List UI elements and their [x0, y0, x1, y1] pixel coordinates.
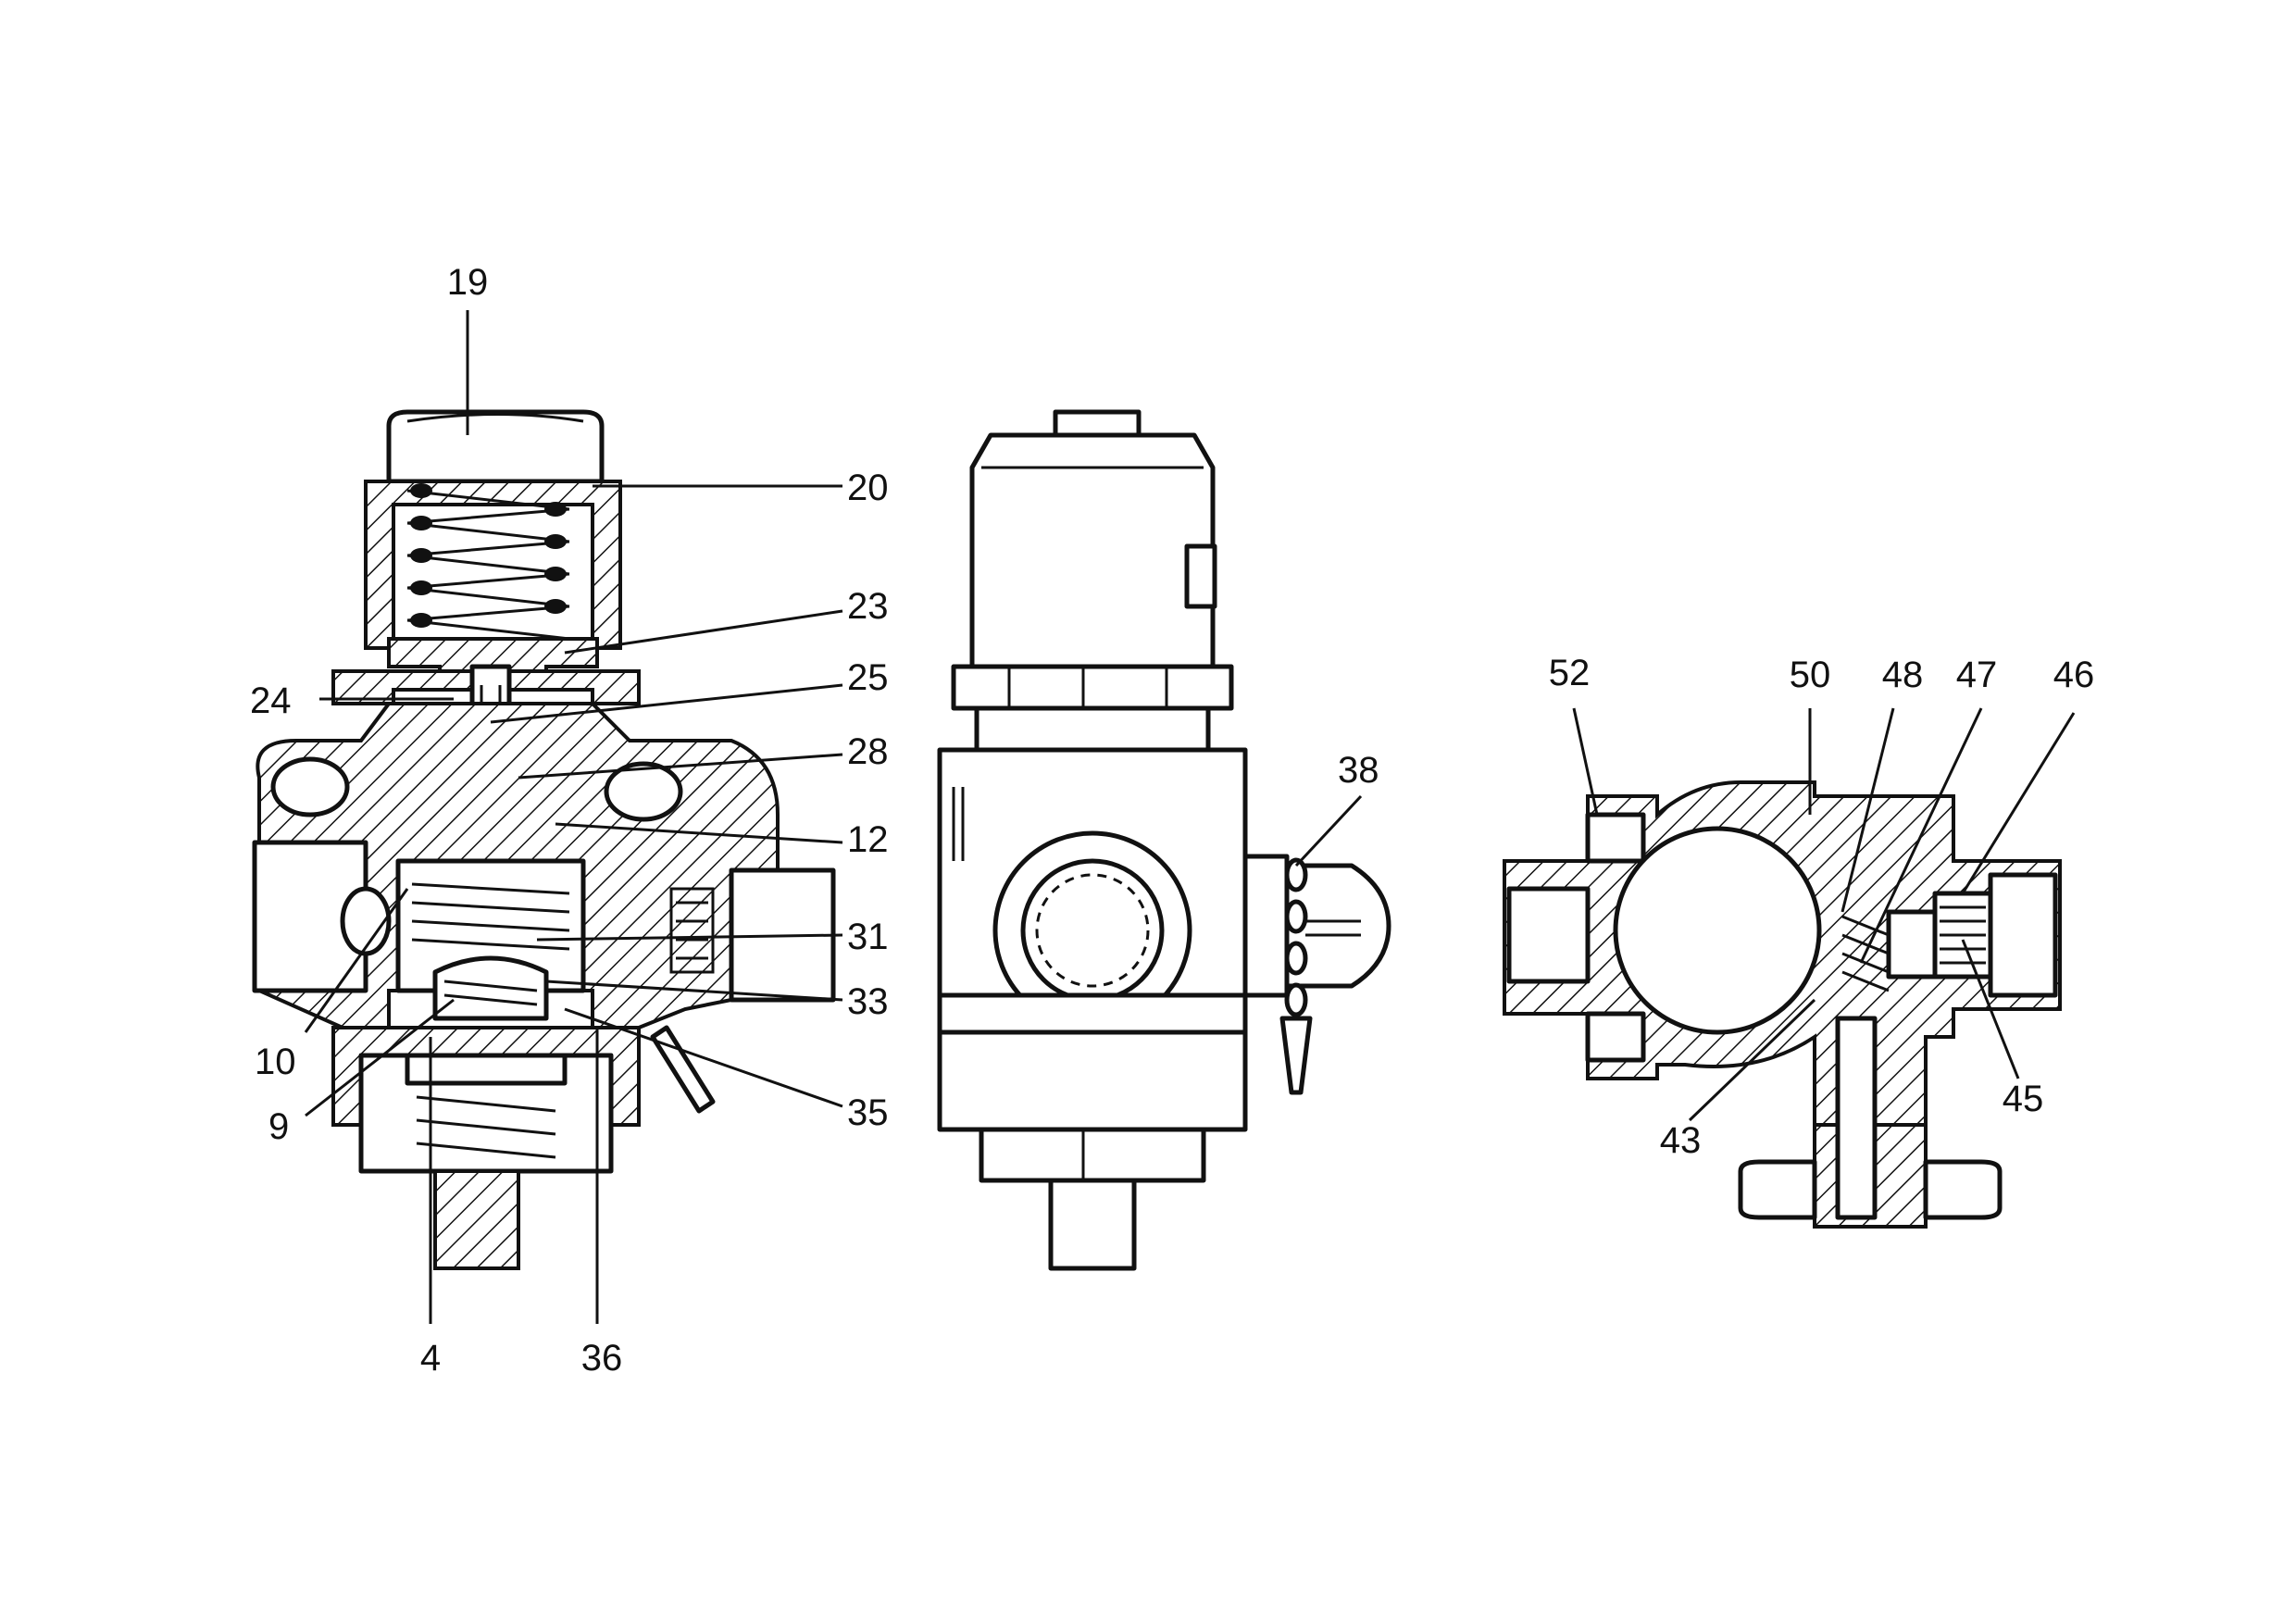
- callout-35: 35: [847, 1092, 889, 1133]
- callout-4: 4: [420, 1338, 441, 1379]
- leader-lines: [304, 310, 2076, 1324]
- callouts: 19 20 23 24 25 28 12 31 33 10 35 9 4 36 …: [250, 262, 2094, 1379]
- external-view: [937, 409, 1391, 1271]
- sectional-view: [252, 409, 836, 1270]
- valve-section: [1503, 780, 2062, 1229]
- callout-19: 19: [447, 262, 489, 303]
- callout-10: 10: [255, 1042, 296, 1082]
- callout-52: 52: [1549, 653, 1591, 693]
- callout-25: 25: [847, 657, 889, 698]
- callout-9: 9: [268, 1106, 289, 1147]
- callout-31: 31: [847, 917, 889, 957]
- callout-43: 43: [1660, 1120, 1702, 1161]
- callout-36: 36: [581, 1338, 623, 1379]
- callout-23: 23: [847, 586, 889, 627]
- callout-46: 46: [2053, 655, 2095, 695]
- chain: [1279, 857, 1313, 1095]
- callout-33: 33: [847, 981, 889, 1022]
- callout-38: 38: [1338, 750, 1379, 791]
- callout-28: 28: [847, 731, 889, 772]
- main-spring: [406, 483, 570, 641]
- callout-48: 48: [1882, 655, 1924, 695]
- callout-20: 20: [847, 468, 889, 508]
- callout-24: 24: [250, 680, 292, 721]
- callout-47: 47: [1956, 655, 1998, 695]
- callout-12: 12: [847, 819, 889, 860]
- callout-50: 50: [1790, 655, 1831, 695]
- callout-45: 45: [2003, 1079, 2044, 1119]
